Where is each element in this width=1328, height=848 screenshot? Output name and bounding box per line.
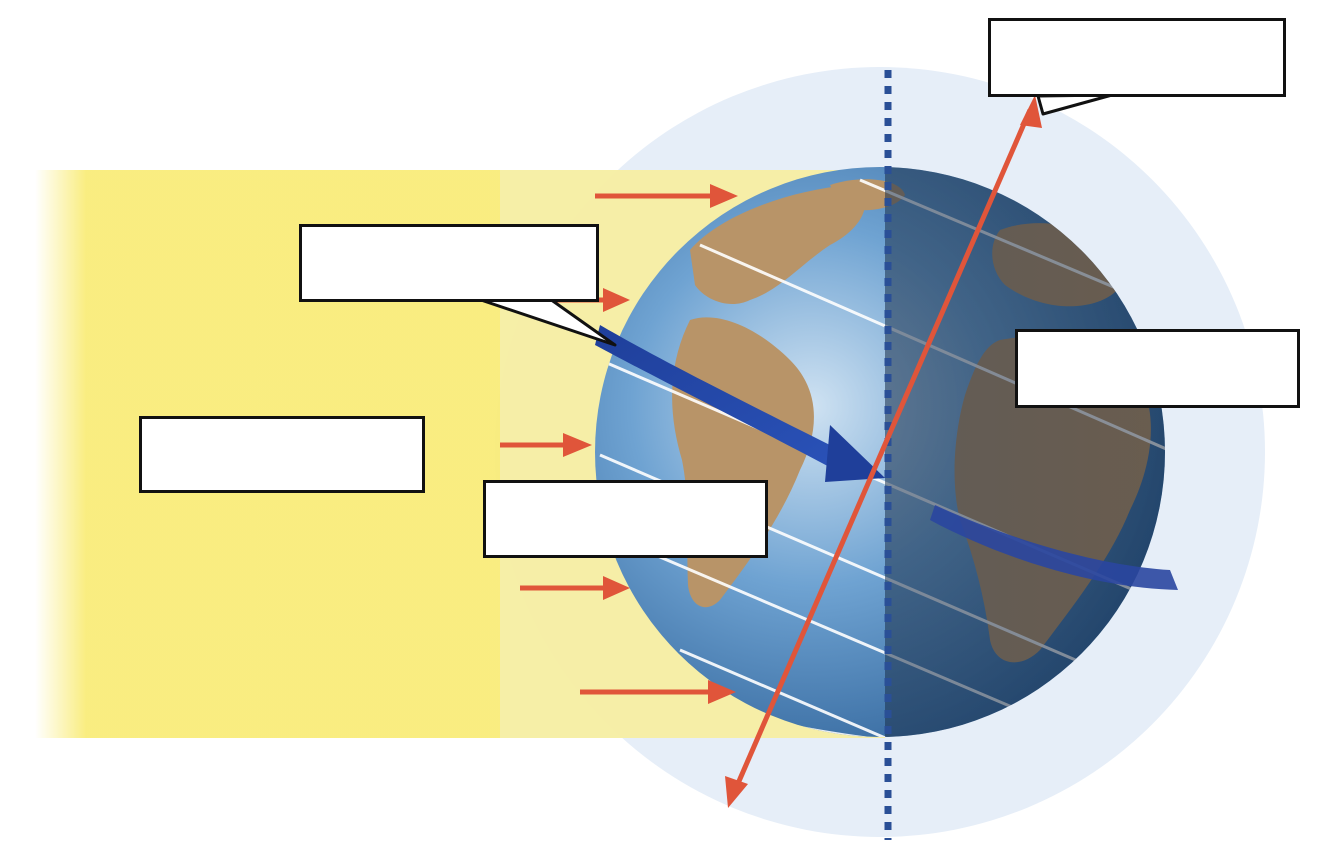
callout-tail-top-right: [1036, 93, 1114, 116]
sun-ray-arrows: [500, 184, 738, 704]
label-box-right[interactable]: [1015, 329, 1300, 408]
north-america-landmass: [690, 185, 865, 305]
sun-ray-arrow: [595, 184, 738, 208]
label-box-top-right[interactable]: [988, 18, 1286, 97]
orbit-direction-arrow: [595, 325, 1178, 590]
label-box-center[interactable]: [483, 480, 768, 558]
label-box-upper-left[interactable]: [299, 224, 599, 302]
sun-ray-arrow: [500, 433, 592, 457]
sun-ray-arrow: [520, 576, 630, 600]
label-box-left[interactable]: [139, 416, 425, 493]
rotation-axis-arrow: [725, 95, 1042, 808]
sun-ray-arrow: [580, 680, 736, 704]
